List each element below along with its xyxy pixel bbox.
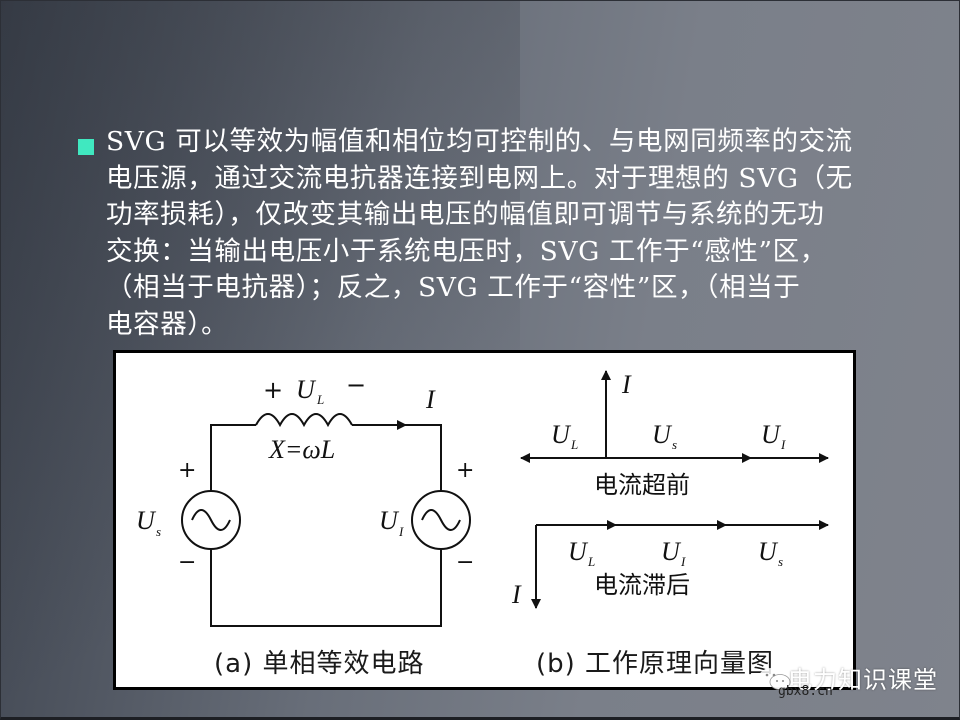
current-label: I <box>425 385 436 414</box>
phasor-label: U <box>758 537 779 566</box>
subscript: I <box>680 554 686 569</box>
inductor-voltage-label: U <box>296 375 317 404</box>
subscript: L <box>316 392 324 407</box>
source-left-label: U <box>136 506 157 535</box>
phasor-label: U <box>652 420 673 449</box>
reactance-label: X=ωL <box>268 435 335 464</box>
source-right-minus: − <box>456 550 474 575</box>
watermark-url: gbx8.cn <box>778 684 833 699</box>
paragraph-line: 电压源，通过交流电抗器连接到电网上。对于理想的 SVG（无 <box>106 162 853 194</box>
paragraph-line: 电容器）。 <box>106 308 229 340</box>
paragraph-line: 功率损耗），仅改变其输出电压的幅值即可调节与系统的无功 <box>106 199 825 230</box>
subscript: s <box>672 437 677 452</box>
subscript: L <box>570 437 578 452</box>
svg-principle-figure: + U L − X=ωL I + − U s + − U I <box>113 350 856 690</box>
source-left-plus: + <box>178 458 196 483</box>
current-leads-label: 电流超前 <box>594 471 690 499</box>
paragraph-line: 交换：当输出电压小于系统电压时，SVG 工作于“感性”区， <box>106 235 827 267</box>
inductor-plus-sign: + <box>263 376 283 404</box>
wechat-icon <box>759 668 791 690</box>
inductor-icon <box>255 413 353 428</box>
subscript: I <box>398 524 404 539</box>
figure-diagram: + U L − X=ωL I + − U s + − U I <box>136 370 829 627</box>
caption-phasor: (b) 工作原理向量图 <box>536 649 775 679</box>
phasor-label: U <box>661 537 682 566</box>
paragraph-line: （相当于电抗器）；反之，SVG 工作于“容性”区，（相当于 <box>106 272 801 303</box>
phasor-label: U <box>551 420 572 449</box>
source-right-plus: + <box>456 458 474 483</box>
caption-circuit: (a) 单相等效电路 <box>214 649 425 679</box>
phasor-label: U <box>761 420 782 449</box>
current-lags-label: 电流滞后 <box>594 571 690 599</box>
paragraph-text: SVG 可以等效为幅值和相位均可控制的、与电网同频率的交流 电压源，通过交流电抗… <box>106 124 922 343</box>
phasor-current-label: I <box>511 580 522 609</box>
source-left-minus: − <box>178 550 196 575</box>
phasor-diagram <box>520 370 829 609</box>
source-right-label: U <box>379 506 400 535</box>
square-bullet-icon <box>78 139 94 155</box>
bullet-paragraph: SVG 可以等效为幅值和相位均可控制的、与电网同频率的交流 电压源，通过交流电抗… <box>72 124 922 343</box>
subscript: I <box>780 437 786 452</box>
subscript: L <box>587 554 595 569</box>
phasor-current-label: I <box>621 370 632 399</box>
watermark: 电力知识课堂 gbx8.cn <box>758 660 958 700</box>
watermark-title: 电力知识课堂 <box>788 666 938 694</box>
phasor-label: U <box>568 537 589 566</box>
subscript: s <box>778 554 783 569</box>
inductor-minus-sign: − <box>346 371 366 399</box>
subscript: s <box>156 524 161 539</box>
paragraph-line: SVG 可以等效为幅值和相位均可控制的、与电网同频率的交流 <box>106 126 853 157</box>
